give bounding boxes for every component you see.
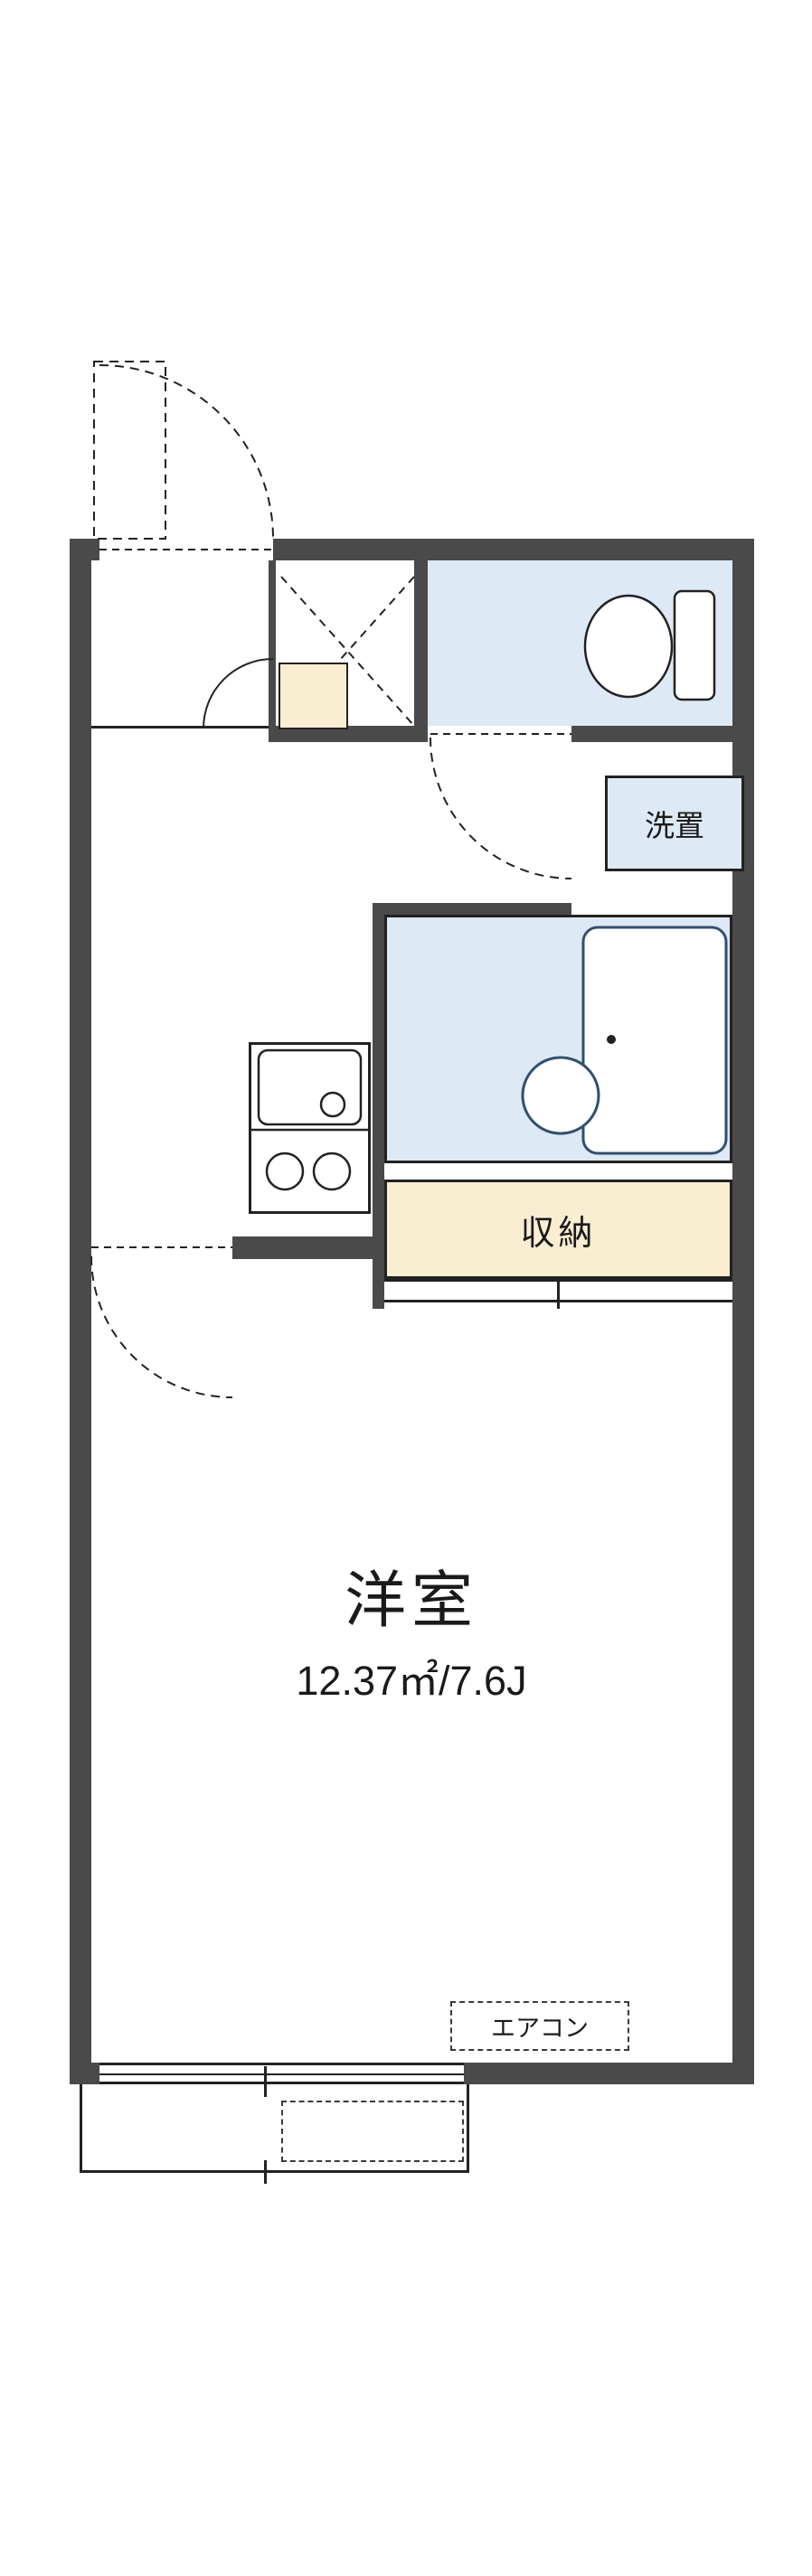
room-door-swing-arc xyxy=(90,1255,233,1398)
balcony xyxy=(80,2084,469,2173)
wall-right xyxy=(732,539,754,2084)
balcony-inner-dashed-area xyxy=(281,2101,464,2162)
wall-under-entry-closet xyxy=(269,726,428,742)
wall-bathroom-top xyxy=(373,903,571,915)
main-room-name: 洋室 xyxy=(140,1556,683,1635)
toilet-door-swing-arc xyxy=(430,737,572,879)
bathroom xyxy=(384,915,732,1163)
balcony-tick xyxy=(264,2160,267,2184)
wall-genkan-divider xyxy=(269,560,276,729)
main-room-size: 12.37㎡/7.6J xyxy=(140,1651,683,1704)
aircon-box: エアコン xyxy=(450,2001,629,2051)
washer-space-box: 洗置 xyxy=(605,776,744,871)
aircon-label: エアコン xyxy=(491,2015,589,2042)
wall-under-toilet xyxy=(571,726,754,742)
entry-closet-base xyxy=(279,663,348,729)
entrance-door-leaf xyxy=(93,361,166,540)
wall-toilet-left xyxy=(414,560,428,726)
wall-left xyxy=(70,539,91,2084)
wall-top-main xyxy=(273,539,754,560)
wall-bottom-right xyxy=(464,2063,754,2084)
storage-label: 収納 xyxy=(520,1214,597,1253)
genkan-step-line xyxy=(91,726,269,729)
main-room-name-text: 洋室 xyxy=(344,1565,478,1635)
entrance-door-swing-arc xyxy=(99,364,274,540)
main-room-size-text: 12.37㎡/7.6J xyxy=(296,1657,527,1704)
wall-bottom-left-stub xyxy=(70,2063,99,2084)
entry-closet-door-arc xyxy=(203,658,274,729)
storage-box: 収納 xyxy=(384,1180,732,1279)
toilet-room xyxy=(428,560,732,726)
washer-space-label: 洗置 xyxy=(645,809,704,842)
window-symbol xyxy=(99,2063,464,2084)
kitchen-counter xyxy=(249,1042,371,1214)
wall-main-room-top xyxy=(232,1236,384,1259)
wall-bathroom-left xyxy=(373,903,384,1309)
window-center-line xyxy=(99,2073,464,2075)
storage-door-tick xyxy=(557,1282,560,1309)
window-tick xyxy=(264,2066,267,2097)
